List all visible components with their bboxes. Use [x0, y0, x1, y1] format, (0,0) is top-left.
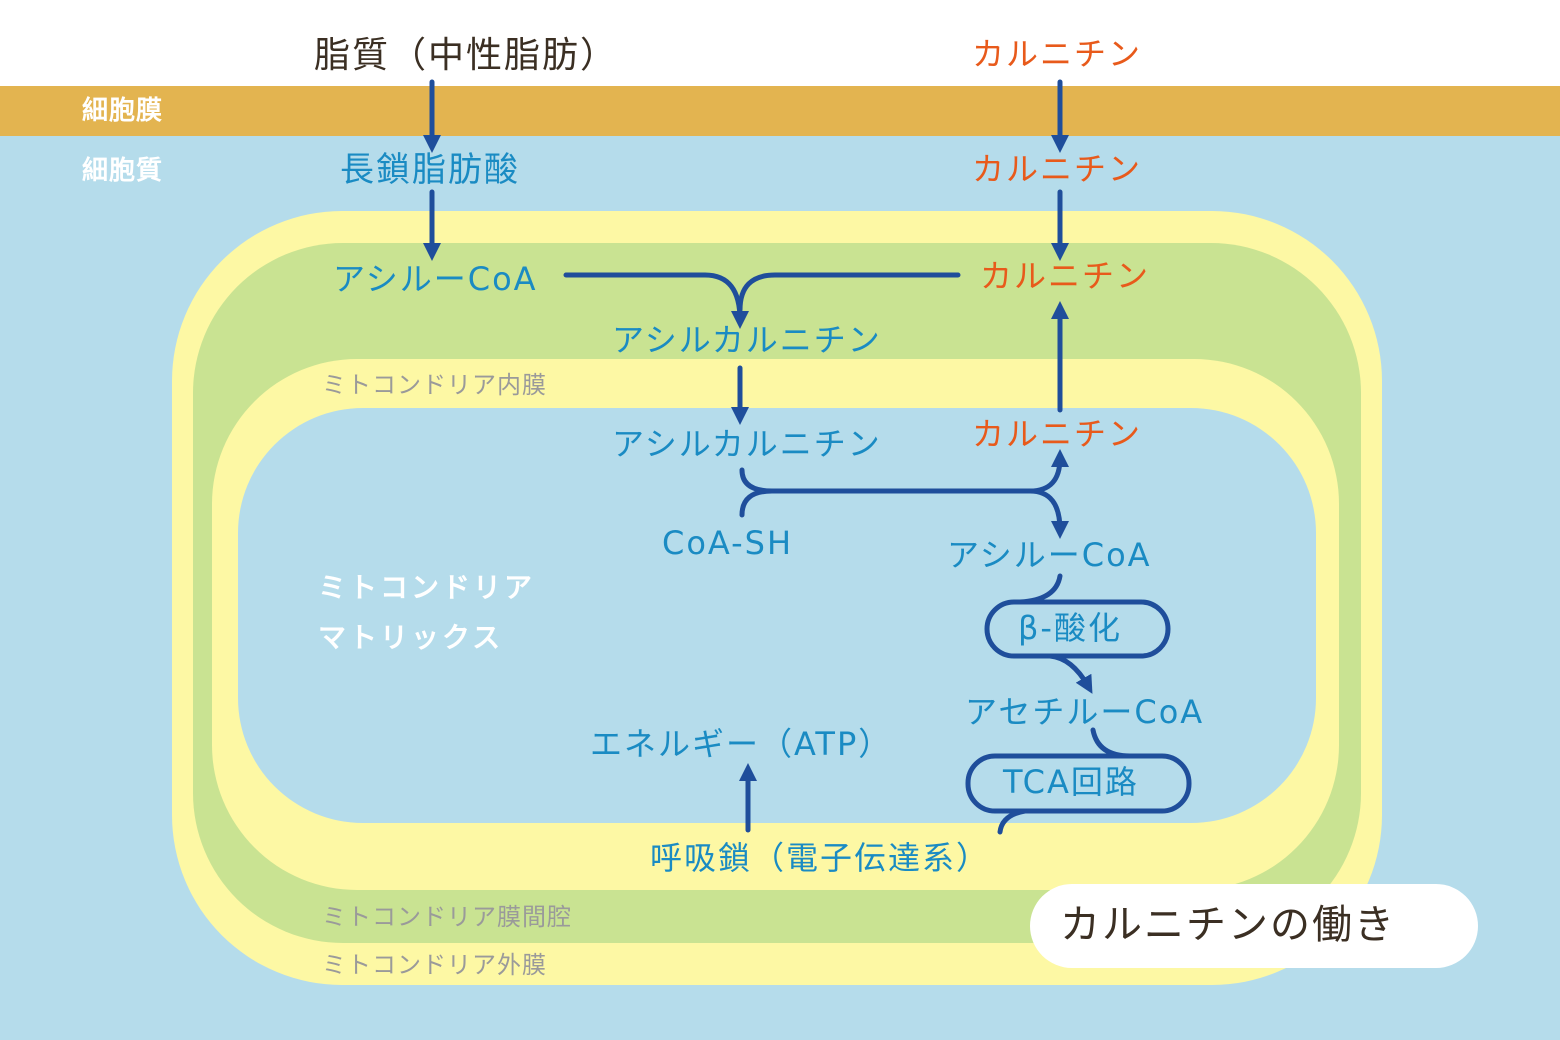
outer-membrane-label: ミトコンドリア外膜: [322, 951, 547, 979]
cell-membrane-label: 細胞膜: [82, 96, 164, 126]
title-badge: [1030, 884, 1478, 968]
acyl-coa-label-1: アシルーCoA: [333, 260, 538, 298]
acyl-carnitine-label-1: アシルカルニチン: [612, 321, 882, 359]
cell-membrane-band: [0, 86, 1560, 136]
acyl-carnitine-label-2: アシルカルニチン: [612, 425, 882, 463]
outside-background: [0, 0, 1560, 86]
matrix-label-line2: マトリックス: [318, 621, 504, 654]
matrix-label-line1: ミトコンドリア: [318, 571, 536, 604]
diagram-title: カルニチンの働き: [1060, 902, 1396, 948]
acetyl-coa-label: アセチルーCoA: [965, 693, 1205, 731]
coa-sh-label: CoA-SH: [662, 524, 794, 562]
beta-oxidation-label: β-酸化: [1018, 609, 1122, 647]
beta-oxidation-pill: [984, 599, 1171, 659]
carnitine-outside-label: カルニチン: [972, 35, 1143, 73]
inner-membrane-label: ミトコンドリア内膜: [322, 371, 547, 399]
energy-atp-label: エネルギー（ATP）: [590, 725, 893, 763]
mito-matrix-area: [238, 408, 1316, 823]
respiratory-chain-label: 呼吸鎖（電子伝達系）: [650, 839, 991, 877]
line-tca-to-respiratory-chain: [997, 808, 1028, 835]
long-chain-fatty-acid-label: 長鎖脂肪酸: [340, 150, 520, 190]
carnitine-cytoplasm-label: カルニチン: [972, 150, 1143, 188]
line-carnitine-merge: [737, 272, 961, 313]
line-coa-sh: [739, 488, 775, 518]
lipid-label: 脂質（中性脂肪）: [314, 35, 619, 76]
cytoplasm-label: 細胞質: [82, 156, 164, 186]
intermembrane-space-label: ミトコンドリア膜間腔: [322, 903, 572, 931]
acyl-coa-label-2: アシルーCoA: [947, 536, 1152, 574]
carnitine-matrix-label: カルニチン: [972, 415, 1143, 453]
tca-cycle-pill: [965, 753, 1192, 814]
arrow-beta-to-acetyl-coa: [1047, 653, 1093, 694]
arrow-split-to-acyl-coa: [1027, 488, 1069, 539]
carnitine-intermembrane-label: カルニチン: [980, 257, 1151, 295]
tca-cycle-label: TCA回路: [1003, 763, 1139, 801]
